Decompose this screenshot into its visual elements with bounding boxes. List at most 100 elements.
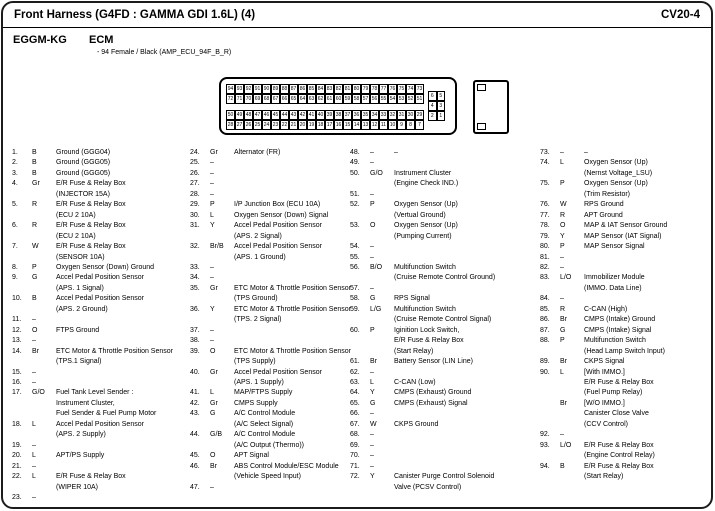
pin-entry: 28.– xyxy=(190,190,350,200)
pin-description-line: (Vehicle Speed Input) xyxy=(234,473,301,481)
pin-description: Oxygen Sensor (Up)(Trim Resistor) xyxy=(584,179,710,200)
pin-description-line: (Pumping Current) xyxy=(394,232,452,240)
pin-number: 7. xyxy=(12,243,18,251)
pin-entry: 19.– xyxy=(12,441,190,451)
wire-color: Br xyxy=(32,347,39,355)
connector-pin-36: 36 xyxy=(352,110,361,120)
connector-id: EGGM-KG xyxy=(13,34,67,46)
pin-number: 14. xyxy=(12,347,22,355)
pin-description-line: Canister Purge Control Solenoid xyxy=(394,473,495,481)
pin-entry: Br[W/O IMMO.]Canister Close Valve(CCV Co… xyxy=(540,399,710,430)
pin-description-line: C-CAN (Low) xyxy=(394,378,436,386)
pin-entry: 23. – xyxy=(12,493,190,503)
connector-pin-25: 25 xyxy=(253,120,262,130)
wire-color: – xyxy=(560,263,564,271)
pin-entry: 55.– xyxy=(350,253,540,263)
wire-color: – xyxy=(210,274,214,282)
connector-pin-76: 76 xyxy=(388,84,397,94)
connector-pin-34: 34 xyxy=(370,110,379,120)
connector-pin-32: 32 xyxy=(388,110,397,120)
connector-pin-90: 90 xyxy=(262,84,271,94)
connector-pin-42: 42 xyxy=(298,110,307,120)
pin-number: 13. xyxy=(12,337,22,345)
wire-color: Y xyxy=(370,389,375,397)
connector-pin-6: 6 xyxy=(428,91,437,101)
pin-entry: 54.– xyxy=(350,242,540,252)
pin-description: CMPS (Exhaust) Signal xyxy=(394,399,540,409)
pin-number: 92. xyxy=(540,431,550,439)
connector-pin-93: 93 xyxy=(235,84,244,94)
pin-description: Oxygen Sensor (Up)(Nernst Voltage_LSU) xyxy=(584,158,710,179)
pin-description-line: Immobilizer Module xyxy=(584,274,645,282)
connector-subtitle: - 94 Female / Black (AMP_ECU_94F_B_R) xyxy=(97,49,232,56)
pin-number: 53. xyxy=(350,222,360,230)
connector-pin-22: 22 xyxy=(280,120,289,130)
pin-description-line: (Nernst Voltage_LSU) xyxy=(584,169,653,177)
wire-color: – xyxy=(32,441,36,449)
pin-description: E/R Fuse & Relay Box(Engine Control Rela… xyxy=(584,441,710,462)
pin-description: Accel Pedal Position Sensor(APS. 1 Signa… xyxy=(56,273,190,294)
connector-pin-21: 21 xyxy=(289,120,298,130)
pin-description-line: Iginition Lock Switch, xyxy=(394,326,460,334)
pin-entry: 37.– xyxy=(190,326,350,336)
pin-description-line: Accel Pedal Position Sensor xyxy=(234,222,322,230)
pin-description: APT Ground xyxy=(584,211,710,221)
pin-description: [W/O IMMO.]Canister Close Valve(CCV Cont… xyxy=(584,399,710,430)
pin-entry: 34.– xyxy=(190,273,350,283)
wire-color: L/O xyxy=(560,274,572,282)
pin-description-line: MAP & IAT Sensor Ground xyxy=(584,222,668,230)
wire-color: Br xyxy=(370,358,377,366)
connector-pin-80: 80 xyxy=(352,84,361,94)
pin-description-line: Oxygen Sensor (Up) xyxy=(394,222,458,230)
pin-number: 24. xyxy=(190,149,200,156)
pin-number: 93. xyxy=(540,441,550,449)
wire-color: P xyxy=(370,326,375,334)
pin-description: CMPS (Intake) Ground xyxy=(584,315,710,325)
pin-description: CMPS (Intake) Signal xyxy=(584,326,710,336)
pin-description: CMPS Supply xyxy=(234,399,350,409)
wire-color: P xyxy=(560,243,565,251)
connector-pin-50: 50 xyxy=(226,110,235,120)
wire-color: – xyxy=(32,462,36,470)
pin-description-line: (TPS. 2 Signal) xyxy=(234,316,282,324)
wire-color: Gr xyxy=(210,284,218,292)
pin-number: 56. xyxy=(350,263,360,271)
wire-color: L xyxy=(32,420,36,428)
pin-description-line: (TPS Supply) xyxy=(234,358,276,366)
pin-number: 32. xyxy=(190,243,200,251)
connector-pin-24: 24 xyxy=(262,120,271,130)
connector-pin-1: 1 xyxy=(436,111,445,121)
pin-description-line: – xyxy=(584,149,588,156)
pin-number: 4. xyxy=(12,180,18,188)
pin-number: 23. xyxy=(12,493,22,501)
wire-color: G/O xyxy=(32,389,45,397)
pin-description: MAP Sensor Signal xyxy=(584,242,710,252)
pin-description-line: E/R Fuse & Relay Box xyxy=(584,462,654,470)
wire-color: – xyxy=(32,493,36,501)
connector-pin-81: 81 xyxy=(343,84,352,94)
wire-color: – xyxy=(210,263,214,271)
pin-number: 83. xyxy=(540,274,550,282)
pin-entry: 71.– xyxy=(350,462,540,472)
connector-pin-8: 8 xyxy=(406,120,415,130)
pin-number: 45. xyxy=(190,452,200,460)
pin-description: MAP & IAT Sensor Ground xyxy=(584,221,710,231)
pin-number: 55. xyxy=(350,253,360,261)
connector-pin-18: 18 xyxy=(316,120,325,130)
pin-entry: 90.L[With IMMO.]E/R Fuse & Relay Box(Fue… xyxy=(540,368,710,399)
